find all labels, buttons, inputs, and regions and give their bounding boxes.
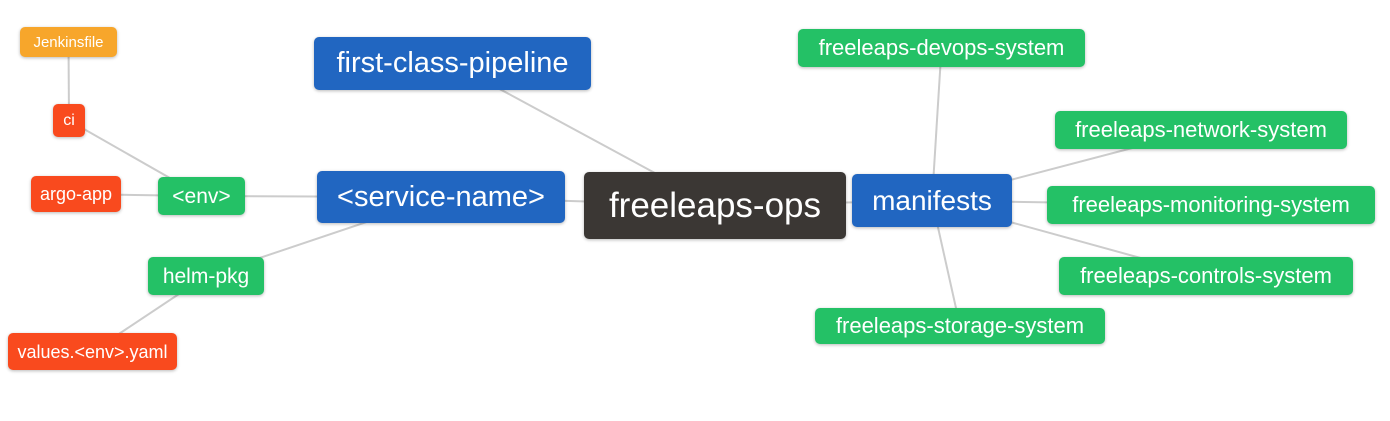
node-label: manifests bbox=[872, 184, 992, 216]
node-label: freeleaps-devops-system bbox=[818, 35, 1065, 60]
node-label: values.<env>.yaml bbox=[17, 341, 168, 362]
node-freeleaps-ops[interactable]: freeleaps-ops bbox=[584, 172, 846, 239]
node-label: freeleaps-controls-system bbox=[1080, 263, 1332, 288]
node-freeleaps-storage-system[interactable]: freeleaps-storage-system bbox=[815, 308, 1105, 344]
node-label: freeleaps-storage-system bbox=[835, 313, 1085, 338]
node-argo-app[interactable]: argo-app bbox=[31, 176, 121, 212]
node-ci[interactable]: ci bbox=[53, 104, 85, 137]
node-freeleaps-monitoring-system[interactable]: freeleaps-monitoring-system bbox=[1047, 186, 1375, 224]
node-label: freeleaps-monitoring-system bbox=[1072, 192, 1350, 217]
node-manifests[interactable]: manifests bbox=[852, 174, 1012, 227]
node-service-name[interactable]: <service-name> bbox=[317, 171, 565, 223]
node-first-class-pipeline[interactable]: first-class-pipeline bbox=[314, 37, 591, 90]
node-helm-pkg[interactable]: helm-pkg bbox=[148, 257, 264, 295]
node-freeleaps-network-system[interactable]: freeleaps-network-system bbox=[1055, 111, 1347, 149]
node-label: helm-pkg bbox=[162, 264, 250, 288]
node-values-env-yaml[interactable]: values.<env>.yaml bbox=[8, 333, 177, 370]
node-freeleaps-devops-system[interactable]: freeleaps-devops-system bbox=[798, 29, 1085, 67]
node-label: freeleaps-network-system bbox=[1075, 117, 1327, 142]
node-label: first-class-pipeline bbox=[336, 47, 569, 79]
node-label: argo-app bbox=[39, 184, 113, 204]
node-label: Jenkinsfile bbox=[33, 33, 104, 51]
node-env[interactable]: <env> bbox=[158, 177, 245, 215]
node-jenkinsfile[interactable]: Jenkinsfile bbox=[20, 27, 117, 57]
node-label: <service-name> bbox=[337, 180, 545, 213]
node-label: <env> bbox=[172, 184, 231, 208]
node-label: ci bbox=[63, 111, 75, 129]
node-freeleaps-controls-system[interactable]: freeleaps-controls-system bbox=[1059, 257, 1353, 295]
node-label: freeleaps-ops bbox=[608, 186, 822, 225]
